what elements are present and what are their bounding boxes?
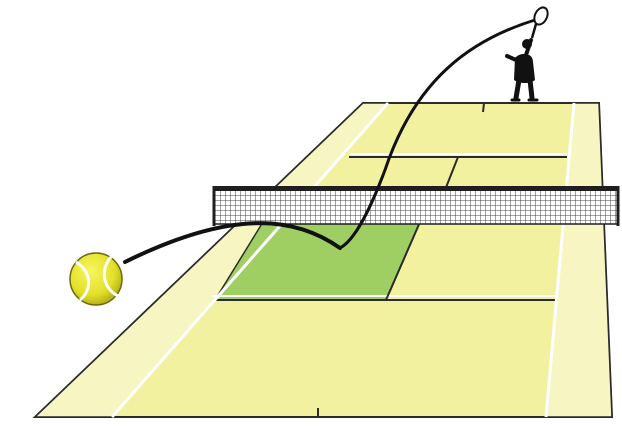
net-band — [214, 186, 618, 191]
tennis-racket-icon — [532, 5, 550, 38]
far-center-mark — [483, 103, 484, 112]
tennis-ball-icon — [70, 253, 122, 305]
tennis-player-icon — [507, 5, 550, 100]
net-mesh — [214, 188, 618, 224]
